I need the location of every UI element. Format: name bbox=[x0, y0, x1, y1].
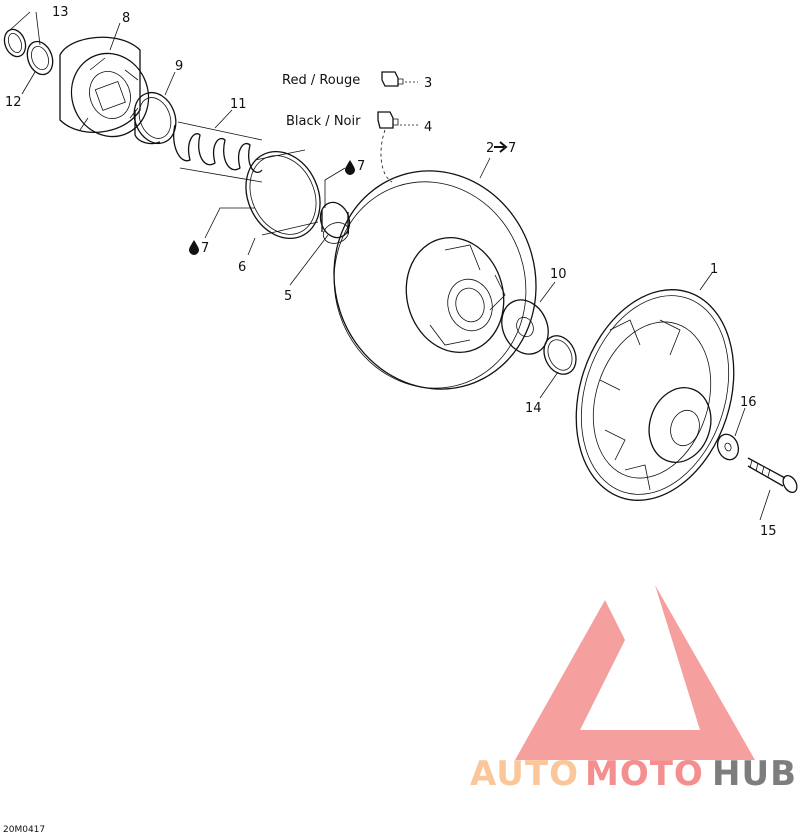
label-part-5: 5 bbox=[284, 289, 292, 304]
part-11-spring bbox=[173, 121, 263, 183]
wire-leader bbox=[380, 129, 393, 183]
part-3-red-connector bbox=[381, 71, 404, 87]
label-part-2-ref: 7 bbox=[508, 141, 516, 156]
part-16-washer bbox=[716, 433, 740, 461]
part-9-bushing bbox=[133, 91, 177, 145]
part-13-retaining-ring bbox=[3, 28, 27, 58]
label-part-3: 3 bbox=[424, 76, 432, 91]
leader-lines bbox=[9, 11, 771, 521]
part-12-ring bbox=[26, 40, 54, 76]
label-part-10: 10 bbox=[550, 267, 567, 282]
label-part-11: 11 bbox=[230, 97, 247, 112]
label-part-15: 15 bbox=[760, 524, 777, 539]
part-14-ring bbox=[543, 335, 577, 375]
label-part-9: 9 bbox=[175, 59, 183, 74]
label-part-6: 6 bbox=[238, 260, 246, 275]
label-part-14: 14 bbox=[525, 401, 542, 416]
part-4-black-connector bbox=[377, 111, 399, 129]
label-wire-black: Black / Noir bbox=[286, 114, 361, 129]
droplet-icon bbox=[189, 240, 199, 255]
watermark-triangle-inner bbox=[610, 660, 690, 725]
part-6-ring bbox=[245, 149, 321, 240]
watermark-text-moto: MOTO bbox=[585, 754, 704, 794]
part-1-fixed-sheave bbox=[575, 289, 735, 501]
droplet-icon bbox=[345, 160, 355, 175]
watermark-text-auto: AUTO bbox=[470, 754, 579, 794]
part-8-cam bbox=[59, 36, 150, 138]
watermark-triangle-outer bbox=[515, 585, 755, 760]
label-part-7a: 7 bbox=[357, 159, 365, 174]
watermark-logo: AUTO MOTO HUB bbox=[470, 585, 797, 794]
drawing-code: 20M0417 bbox=[3, 825, 45, 835]
part-15-bolt bbox=[747, 457, 798, 494]
label-part-12: 12 bbox=[5, 95, 22, 110]
part-5-sleeve bbox=[319, 201, 351, 244]
watermark-text-hub: HUB bbox=[712, 754, 797, 794]
part-2-sliding-sheave bbox=[333, 170, 537, 390]
label-part-8: 8 bbox=[122, 11, 130, 26]
label-part-7b: 7 bbox=[201, 241, 209, 256]
label-part-16: 16 bbox=[740, 395, 757, 410]
label-wire-red: Red / Rouge bbox=[282, 73, 360, 88]
part-10-washer bbox=[501, 299, 549, 355]
arrow-right-icon bbox=[494, 141, 508, 153]
label-part-13: 13 bbox=[52, 5, 69, 20]
label-part-1: 1 bbox=[710, 262, 718, 277]
label-part-2: 2 bbox=[486, 141, 494, 156]
label-part-4: 4 bbox=[424, 120, 432, 135]
